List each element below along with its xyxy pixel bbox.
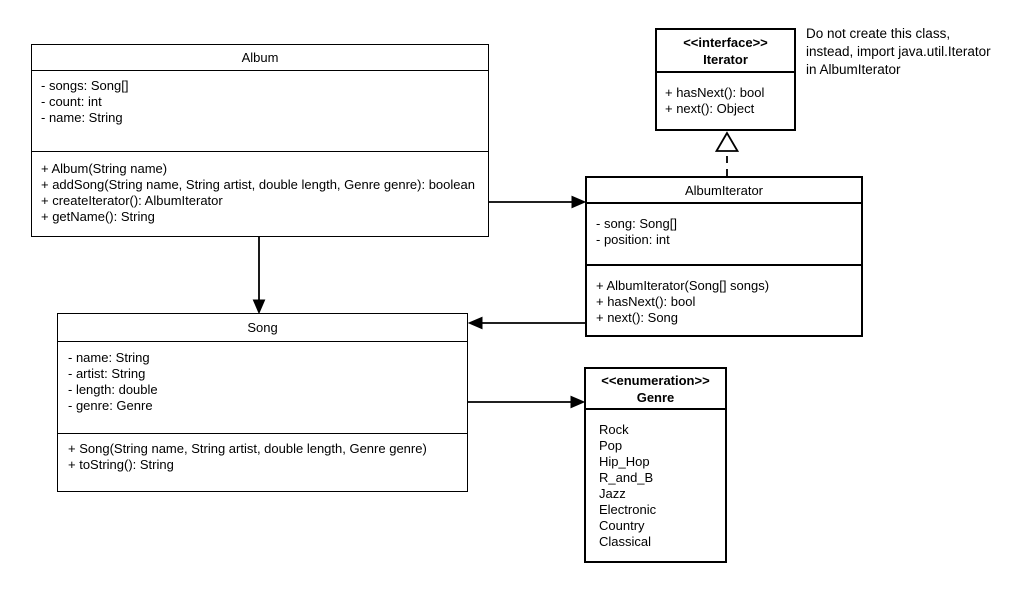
enum-value-line: Pop bbox=[599, 438, 623, 453]
arrowhead bbox=[571, 195, 587, 209]
class-methods-iterator: + hasNext(): bool+ next(): Object bbox=[657, 73, 794, 129]
class-stereotype: <<interface>> bbox=[683, 34, 768, 50]
attribute-line: - name: String bbox=[41, 110, 123, 125]
class-methods-album: + Album(String name)+ addSong(String nam… bbox=[32, 151, 488, 236]
attribute-line: - song: Song[] bbox=[596, 216, 677, 231]
attribute-line: - length: double bbox=[68, 382, 158, 397]
association-song-to-genre bbox=[468, 395, 586, 409]
arrowhead bbox=[570, 395, 586, 409]
method-line: + next(): Object bbox=[665, 101, 755, 116]
class-attributes-album: - songs: Song[]- count: int- name: Strin… bbox=[32, 71, 488, 151]
method-line: + hasNext(): bool bbox=[596, 294, 696, 309]
class-title-album: Album bbox=[32, 45, 488, 71]
class-title-genre: <<enumeration>> Genre bbox=[586, 369, 725, 410]
class-methods-song: + Song(String name, String artist, doubl… bbox=[58, 433, 467, 491]
class-box-albumiterator: AlbumIterator - song: Song[]- position: … bbox=[585, 176, 863, 337]
note-line: Do not create this class, bbox=[806, 26, 951, 41]
note-line: instead, import java.util.Iterator bbox=[806, 44, 991, 59]
method-line: + Album(String name) bbox=[41, 161, 168, 176]
association-album-to-albumiterator bbox=[489, 195, 587, 209]
method-line: + next(): Song bbox=[596, 310, 679, 325]
method-line: + getName(): String bbox=[41, 209, 155, 224]
realization-triangle bbox=[714, 131, 740, 152]
note-line: in AlbumIterator bbox=[806, 62, 901, 77]
arrowhead bbox=[467, 316, 483, 330]
association-albumiterator-to-song bbox=[467, 316, 585, 330]
annotation-note: Do not create this class, instead, import… bbox=[806, 25, 1024, 79]
class-name: Iterator bbox=[703, 51, 748, 67]
attribute-line: - genre: Genre bbox=[68, 398, 153, 413]
method-line: + toString(): String bbox=[68, 457, 174, 472]
attribute-line: - name: String bbox=[68, 350, 150, 365]
method-line: + addSong(String name, String artist, do… bbox=[41, 177, 475, 192]
attribute-line: - position: int bbox=[596, 232, 670, 247]
attribute-line: - songs: Song[] bbox=[41, 78, 129, 93]
class-title-albumiterator: AlbumIterator bbox=[587, 178, 861, 204]
realization-albumiterator-to-iterator bbox=[714, 131, 740, 176]
method-line: + hasNext(): bool bbox=[665, 85, 765, 100]
enum-value-line: R_and_B bbox=[599, 470, 654, 485]
enum-value-line: Hip_Hop bbox=[599, 454, 650, 469]
enum-value-line: Rock bbox=[599, 422, 629, 437]
method-line: + Song(String name, String artist, doubl… bbox=[68, 441, 427, 456]
class-box-song: Song - name: String- artist: String- len… bbox=[57, 313, 468, 492]
class-name: Genre bbox=[636, 389, 675, 405]
attribute-line: - count: int bbox=[41, 94, 102, 109]
class-attributes-song: - name: String- artist: String- length: … bbox=[58, 342, 467, 433]
attribute-line: - artist: String bbox=[68, 366, 146, 381]
method-line: + AlbumIterator(Song[] songs) bbox=[596, 278, 770, 293]
class-box-iterator: <<interface>> Iterator + hasNext(): bool… bbox=[655, 28, 796, 131]
enum-value-line: Electronic bbox=[599, 502, 657, 517]
class-title-iterator: <<interface>> Iterator bbox=[657, 30, 794, 73]
association-album-to-song bbox=[252, 237, 266, 315]
class-box-album: Album - songs: Song[]- count: int- name:… bbox=[31, 44, 489, 237]
enum-value-line: Country bbox=[599, 518, 645, 533]
method-line: + createIterator(): AlbumIterator bbox=[41, 193, 223, 208]
enum-value-line: Classical bbox=[599, 534, 652, 549]
class-stereotype: <<enumeration>> bbox=[601, 372, 710, 388]
enum-value-line: Jazz bbox=[599, 486, 626, 501]
class-attributes-albumiterator: - song: Song[]- position: int bbox=[587, 204, 861, 264]
class-methods-albumiterator: + AlbumIterator(Song[] songs)+ hasNext()… bbox=[587, 264, 861, 335]
arrowhead bbox=[252, 299, 266, 315]
class-title-song: Song bbox=[58, 314, 467, 342]
